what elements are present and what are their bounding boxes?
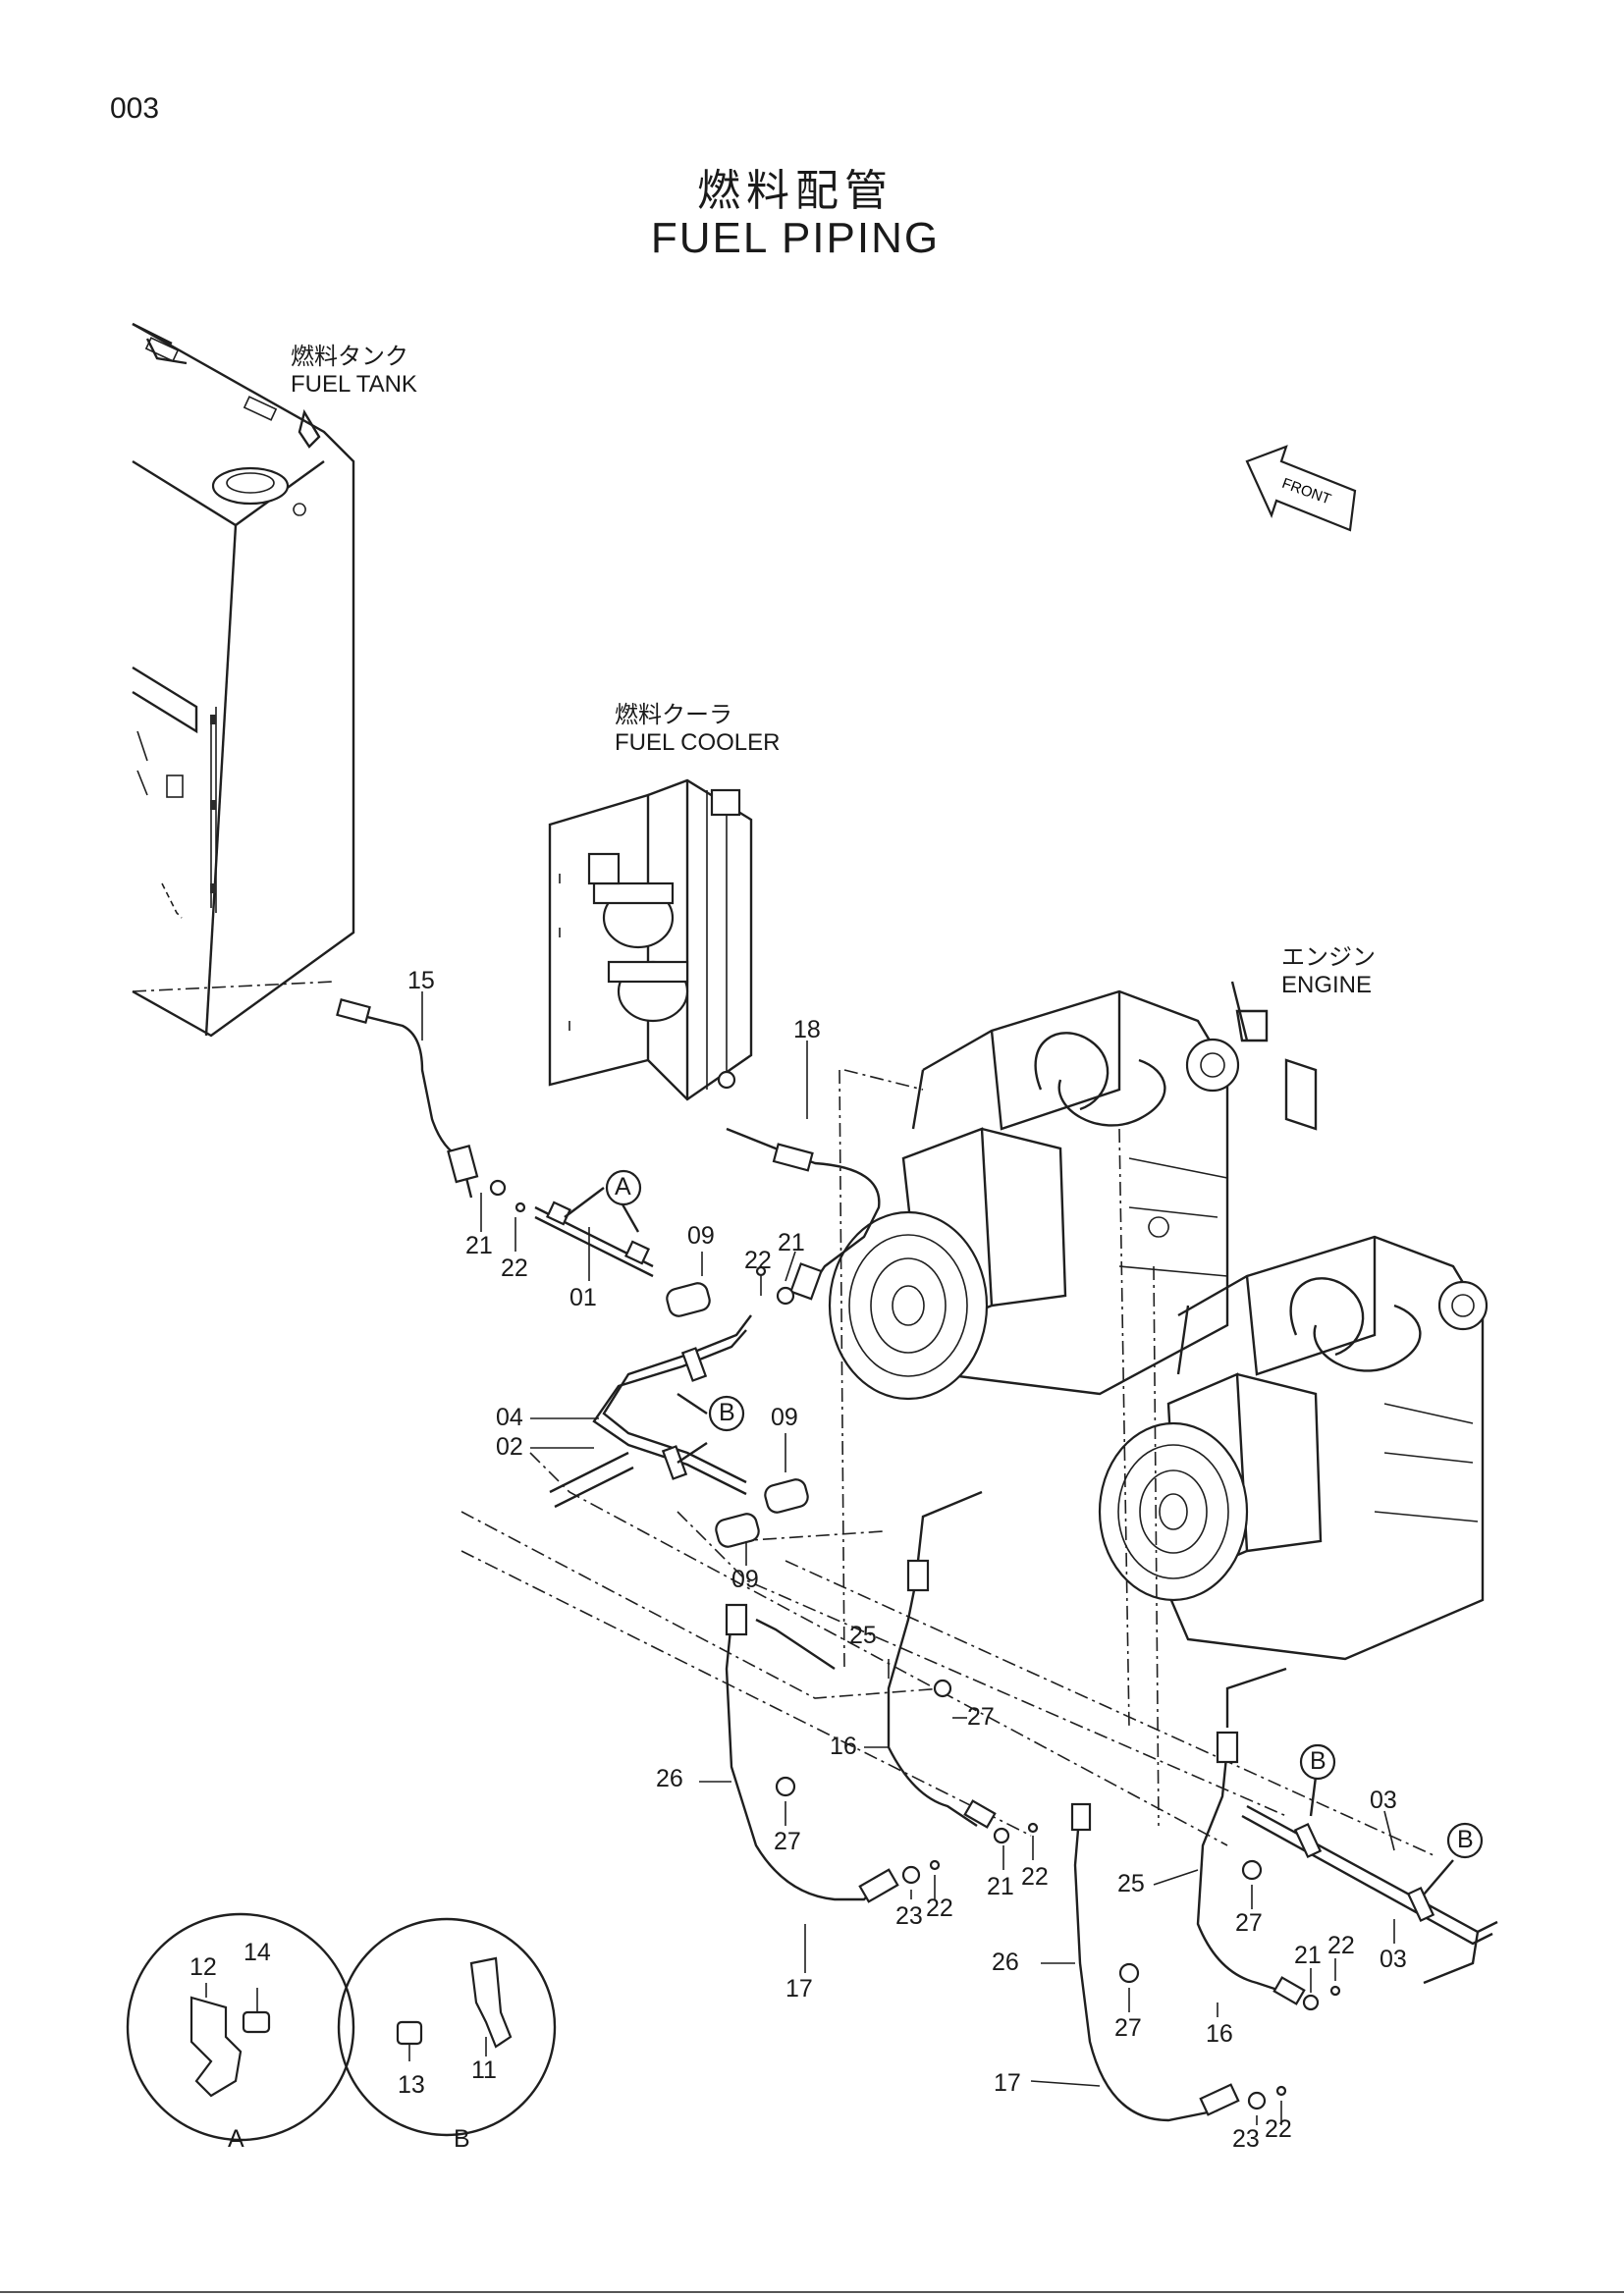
detail-A-part-12: 12	[189, 1953, 217, 1981]
page-number: 003	[110, 92, 160, 125]
fuel-cooler-label-jp: 燃料クーラ	[615, 702, 732, 728]
marker-B-letter-1: B	[719, 1399, 735, 1426]
fuel-tank-illustration	[132, 322, 355, 1038]
marker-B-circle-3	[1446, 1822, 1484, 1859]
engine-illustration	[828, 981, 1318, 1401]
marker-A-letter: A	[615, 1173, 631, 1201]
callout-23: 23	[1232, 2125, 1260, 2153]
fuel-cooler-illustration	[548, 778, 753, 1101]
callout-21: 21	[1294, 1942, 1322, 1969]
callout-21: 21	[465, 1232, 493, 1259]
callout-16: 16	[1206, 2020, 1233, 2048]
marker-B-letter-2: B	[1310, 1747, 1326, 1775]
clamp-09-lower-left	[715, 1513, 760, 1548]
callout-18: 18	[793, 1016, 821, 1043]
fuel-cooler-label: 燃料クーラ FUEL COOLER	[615, 702, 780, 757]
callout-21: 21	[987, 1873, 1014, 1900]
callout-17: 17	[994, 2069, 1021, 2097]
callout-01: 01	[569, 1284, 597, 1311]
callout-03: 03	[1380, 1946, 1407, 1973]
callout-23: 23	[895, 1902, 923, 1930]
detail-B-letter: B	[454, 2125, 470, 2153]
fuel-hoses	[336, 998, 1498, 2122]
callout-27: 27	[967, 1703, 995, 1731]
callout-25: 25	[1117, 1870, 1145, 1897]
detail-A-part-14: 14	[244, 1939, 271, 1966]
callout-22: 22	[744, 1247, 772, 1274]
callout-15: 15	[407, 967, 435, 994]
callout-09: 09	[771, 1404, 798, 1431]
callout-02: 02	[496, 1433, 523, 1461]
clamp-09-lower-right	[764, 1478, 809, 1514]
detail-circle-B	[337, 1917, 557, 2137]
callout-27: 27	[1114, 2014, 1142, 2042]
callout-22: 22	[1021, 1863, 1049, 1891]
callout-22: 22	[926, 1895, 953, 1922]
fuel-tank-label: 燃料タンク FUEL TANK	[291, 344, 417, 399]
callout-22: 22	[1265, 2115, 1292, 2143]
detail-A-letter: A	[228, 2125, 244, 2153]
fuel-cooler-label-en: FUEL COOLER	[615, 729, 781, 756]
fittings	[489, 1179, 1341, 2110]
front-arrow: FRONT	[1245, 445, 1357, 532]
marker-B-circle-2	[1299, 1743, 1336, 1781]
title-english: FUEL PIPING	[650, 214, 941, 262]
callout-16: 16	[830, 1733, 857, 1760]
clamp-09-upper	[666, 1282, 711, 1317]
callout-25: 25	[849, 1622, 877, 1649]
callout-27: 27	[774, 1828, 801, 1855]
callout-22: 22	[501, 1255, 528, 1282]
fuel-tank-label-en: FUEL TANK	[291, 371, 417, 398]
detail-circle-A	[126, 1912, 355, 2142]
engine-label-jp: エンジン	[1281, 944, 1376, 971]
marker-B-letter-3: B	[1457, 1826, 1474, 1853]
detail-B-part-11: 11	[471, 2056, 497, 2084]
marker-A-circle	[605, 1169, 642, 1206]
engine-label: エンジン ENGINE	[1281, 944, 1376, 999]
callout-26: 26	[992, 1949, 1019, 1976]
callout-26: 26	[656, 1765, 683, 1792]
reference-lines	[132, 981, 1435, 1856]
callout-09: 09	[731, 1566, 759, 1593]
leader-lines	[421, 991, 1454, 2125]
callout-27: 27	[1235, 1909, 1263, 1937]
engine-label-en: ENGINE	[1281, 972, 1373, 998]
detail-B-part-13: 13	[398, 2071, 425, 2099]
engine-illustration-front	[1098, 1235, 1489, 1661]
callout-21: 21	[778, 1229, 805, 1256]
callout-22: 22	[1327, 1932, 1355, 1959]
callout-04: 04	[496, 1404, 523, 1431]
title-japanese: 燃料配管	[697, 166, 893, 216]
callout-09: 09	[687, 1222, 715, 1250]
callout-17: 17	[785, 1975, 813, 2002]
fuel-tank-label-jp: 燃料タンク	[291, 344, 408, 370]
marker-circles	[605, 1169, 1484, 1859]
marker-B-circle-1	[708, 1395, 745, 1432]
callout-03: 03	[1370, 1787, 1397, 1814]
